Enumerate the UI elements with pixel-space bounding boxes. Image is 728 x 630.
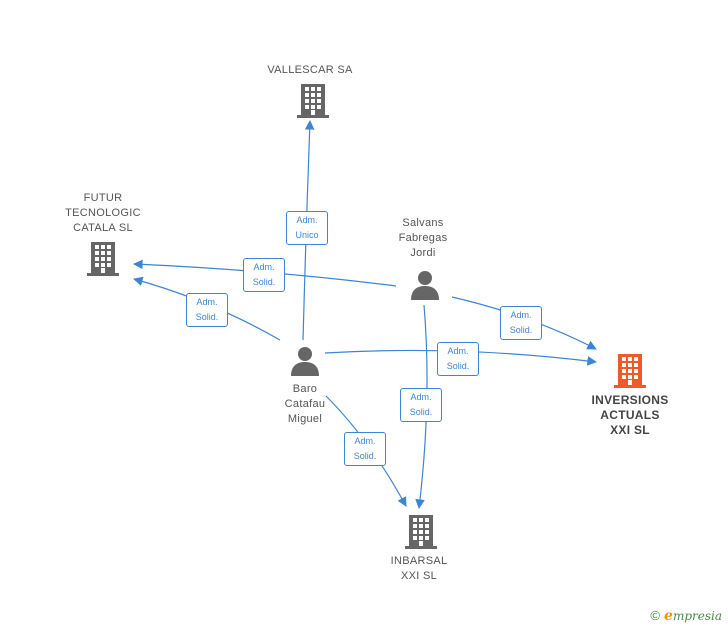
edge-label-salvans-futur: Adm. Solid. (243, 258, 285, 292)
person-icon[interactable] (411, 271, 439, 300)
edge-label-baro-inversions: Adm. Solid. (437, 342, 479, 376)
edge-label-salvans-inbarsal: Adm. Solid. (400, 388, 442, 422)
node-label-futur[interactable]: FUTUR TECNOLOGIC CATALA SL (65, 192, 141, 234)
node-label-inbarsal[interactable]: INBARSAL XXI SL (390, 555, 448, 582)
person-icon[interactable] (291, 347, 319, 376)
edge-label-salvans-inversions: Adm. Solid. (500, 306, 542, 340)
copyright-symbol: © (650, 608, 661, 623)
node-label-vallescar[interactable]: VALLESCAR SA (267, 64, 353, 76)
edge-label-baro-vallescar: Adm. Unico (286, 211, 328, 245)
building-icon[interactable] (87, 242, 119, 276)
empresia-brand[interactable]: ©empresia (650, 608, 722, 624)
node-label-baro[interactable]: Baro Catafau Miguel (284, 383, 326, 425)
building-icon[interactable] (614, 354, 646, 388)
node-label-salvans[interactable]: Salvans Fabregas Jordi (398, 217, 448, 259)
node-label-inversions[interactable]: INVERSIONS ACTUALS XXI SL (591, 393, 669, 437)
building-icon[interactable] (297, 84, 329, 118)
edge-label-baro-futur: Adm. Solid. (186, 293, 228, 327)
building-icon[interactable] (405, 515, 437, 549)
edge-label-baro-inbarsal: Adm. Solid. (344, 432, 386, 466)
brand-initial: e (664, 608, 673, 624)
brand-name: mpresia (672, 609, 722, 623)
